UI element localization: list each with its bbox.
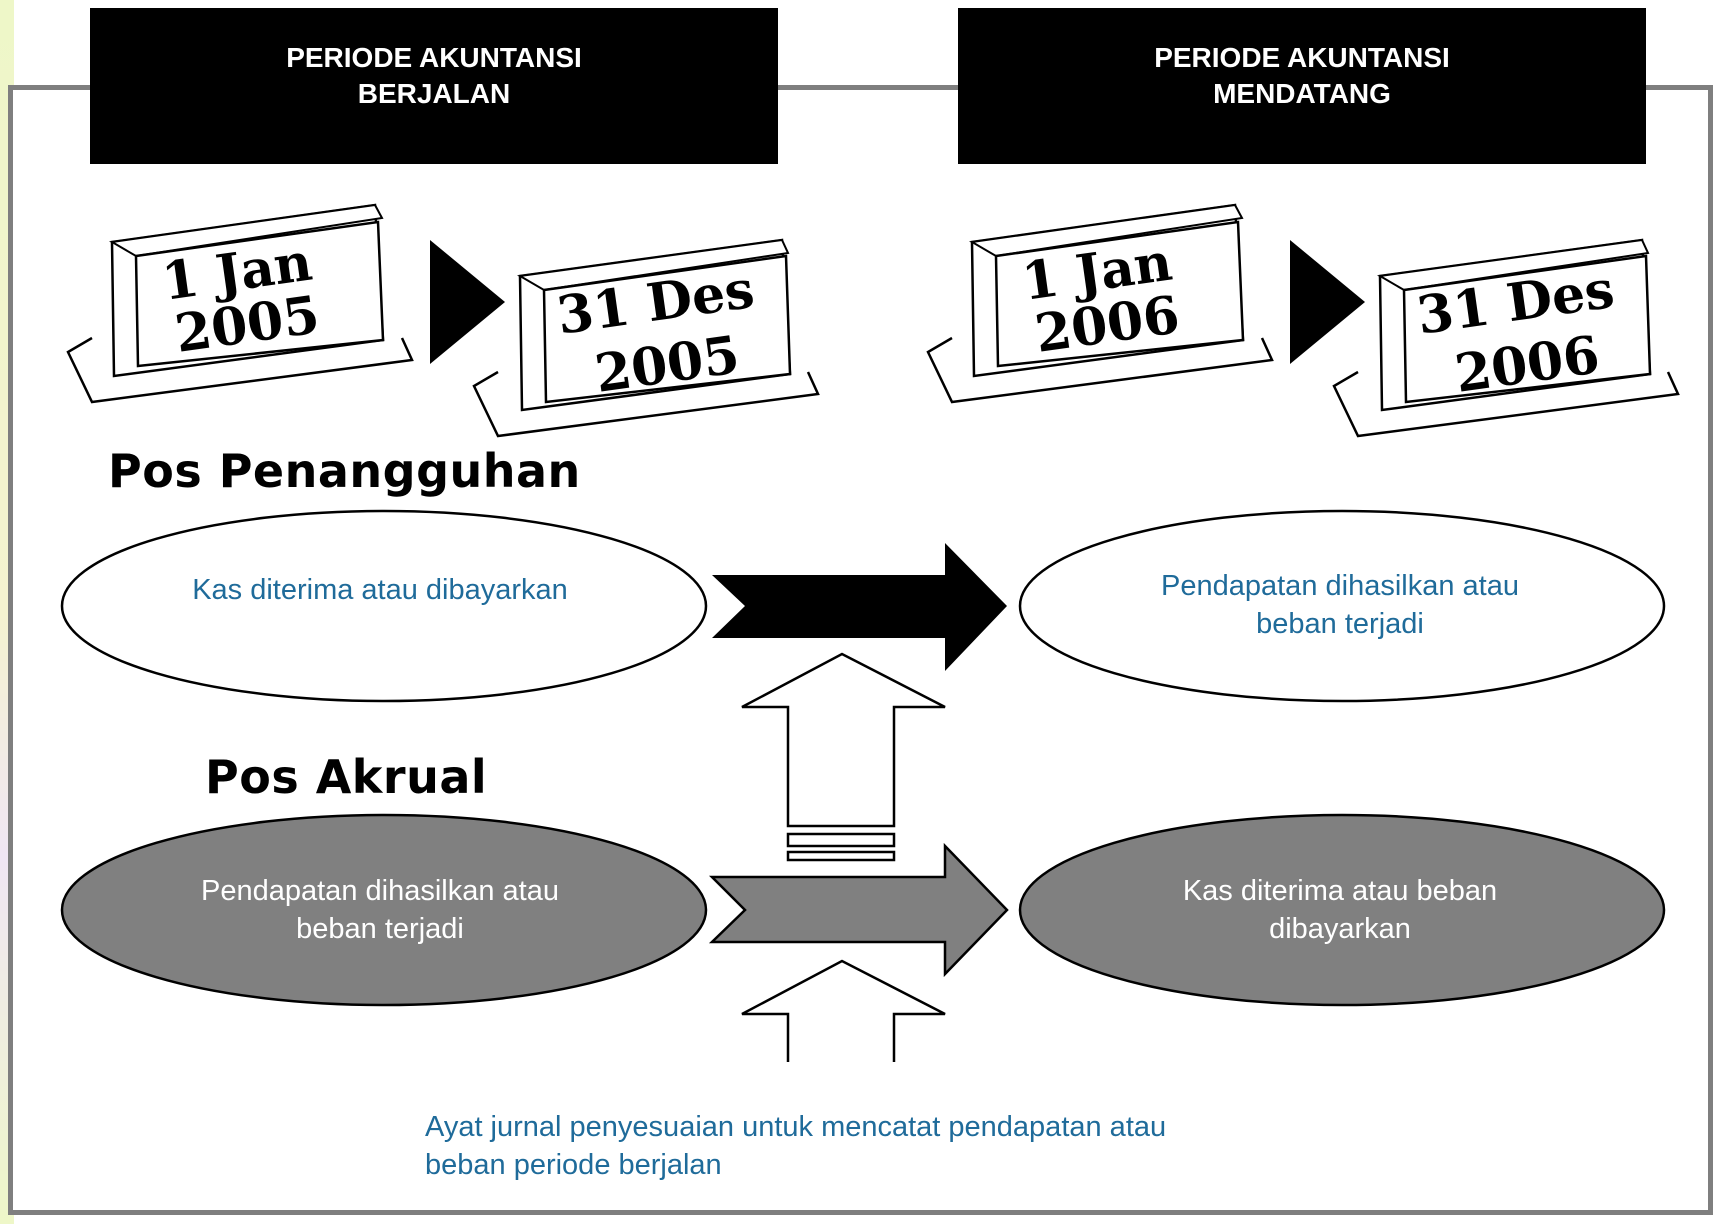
header-left-line2: BERJALAN	[357, 78, 511, 109]
up-arrow-icon	[741, 652, 946, 828]
up-arrow-stripe	[786, 832, 896, 848]
header-right-line2: MENDATANG	[1213, 78, 1391, 109]
deferral-title: Pos Penangguhan	[108, 444, 581, 498]
up-arrow-stripe	[786, 850, 896, 862]
header-current-period: PERIODE AKUNTANSI BERJALAN	[90, 8, 778, 164]
deferral-cash-ellipse	[60, 509, 708, 703]
deferral-left-line: Kas diterima atau dibayarkan	[192, 574, 568, 606]
deferral-right-line1: Pendapatan dihasilkan atau	[1161, 570, 1519, 602]
deferral-revenue-ellipse	[1018, 509, 1666, 703]
accrual-right-line2: dibayarkan	[1269, 913, 1411, 945]
up-arrow-icon	[741, 959, 946, 1062]
calendar-4: 31 Des 2006	[1332, 238, 1680, 438]
accrual-left-line1: Pendapatan dihasilkan atau	[201, 875, 559, 907]
accrual-left-text: Pendapatan dihasilkan atau beban terjadi	[110, 865, 650, 955]
header-left-line1: PERIODE AKUNTANSI	[286, 42, 582, 73]
adjusting-line2: beban periode berjalan	[425, 1149, 722, 1181]
accrual-right-text: Kas diterima atau beban dibayarkan	[1040, 865, 1640, 955]
header-next-period: PERIODE AKUNTANSI MENDATANG	[958, 8, 1646, 164]
header-right-line1: PERIODE AKUNTANSI	[1154, 42, 1450, 73]
calendar-3: 1 Jan 2006	[926, 203, 1274, 404]
accrual-title: Pos Akrual	[205, 750, 488, 804]
accrual-cash-ellipse	[1018, 813, 1666, 1007]
calendar-2: 31 Des 2005	[472, 238, 820, 438]
accrual-right-line1: Kas diterima atau beban	[1182, 875, 1498, 907]
calendar-1: 1 Jan 2005	[66, 203, 414, 404]
deferral-left-text: Kas diterima atau dibayarkan	[110, 545, 650, 635]
arrow-right-icon	[1290, 240, 1365, 364]
deferral-right-line2: beban terjadi	[1256, 608, 1424, 640]
accrual-revenue-ellipse	[60, 813, 708, 1007]
adjusting-line1: Ayat jurnal penyesuaian untuk mencatat p…	[425, 1111, 1167, 1143]
accrual-arrow-icon	[708, 842, 1009, 978]
arrow-right-icon	[430, 240, 505, 364]
accrual-left-line2: beban terjadi	[296, 913, 464, 945]
deferral-right-text: Pendapatan dihasilkan atau beban terjadi	[1040, 560, 1640, 650]
adjusting-entry-text: Ayat jurnal penyesuaian untuk mencatat p…	[425, 1108, 1285, 1184]
deferral-arrow-icon	[712, 543, 1007, 671]
